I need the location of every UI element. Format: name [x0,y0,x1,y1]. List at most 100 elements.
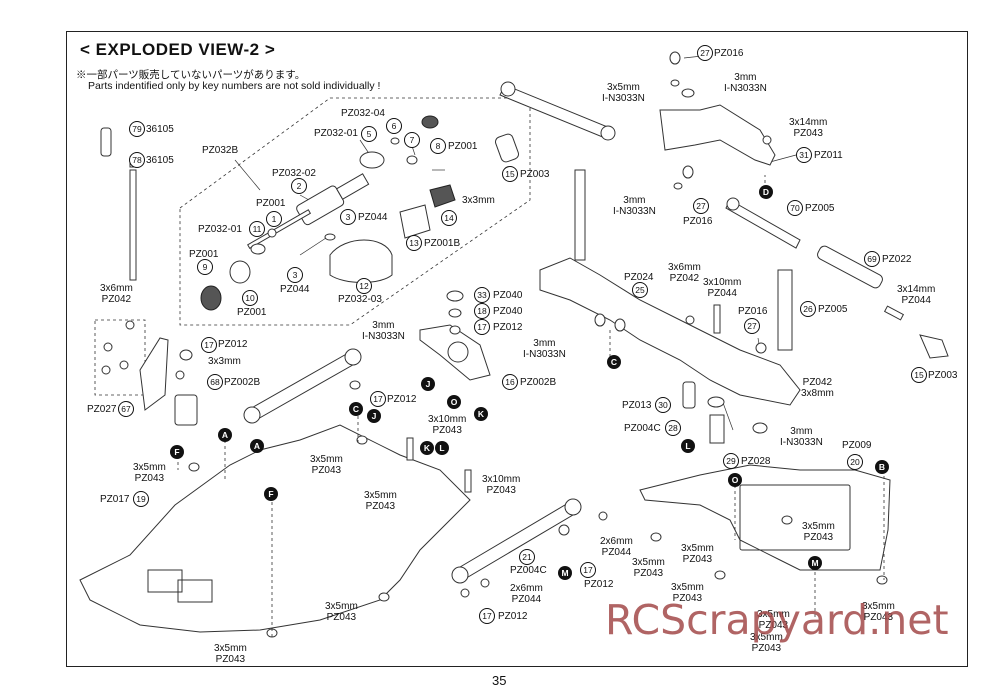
note-japanese: ※一部パーツ販売していないパーツがあります。 [76,69,306,81]
callout-25: 25 [632,282,648,298]
label-3x6mm-pz042-a: 3x6mm PZ042 [100,283,133,305]
marker-m-1: M [808,556,822,570]
label-3mm-i-n3033n-b: 3mm I-N3033N [613,195,656,217]
callout-27-a: 27 [697,45,713,61]
callout-15-b: 15 [911,367,927,383]
label-pz001-d: PZ001 [237,307,267,318]
marker-a-2: A [250,439,264,453]
callout-70: 70 [787,200,803,216]
callout-15-a: 15 [502,166,518,182]
callout-28: 28 [665,420,681,436]
label-3x5mm-pz043-k: 3x5mm PZ043 [757,609,790,631]
label-pz001b: PZ001B [424,238,461,249]
marker-b: B [875,460,889,474]
note-english: Parts indentified only by key numbers ar… [88,80,381,92]
callout-20: 20 [847,454,863,470]
label-pz032b: PZ032B [202,145,239,156]
label-pz013: PZ013 [622,400,652,411]
label-pz032-04: PZ032-04 [341,108,385,119]
label-pz032-03: PZ032-03 [338,294,382,305]
label-pz012-b: PZ012 [493,322,523,333]
label-pz024: PZ024 [624,272,654,283]
label-pz003-b: PZ003 [928,370,958,381]
label-pz012-a: PZ012 [218,339,248,350]
marker-f-1: F [170,445,184,459]
marker-f-2: F [264,487,278,501]
page-number: 35 [492,673,507,688]
label-3x3mm-a: 3x3mm [462,195,495,206]
callout-29: 29 [723,453,739,469]
callout-30: 30 [655,397,671,413]
label-3x5mm-i-n3033n: 3x5mm I-N3033N [602,82,645,104]
callout-27-c: 27 [744,318,760,334]
callout-1: 1 [266,211,282,227]
callout-17-d: 17 [580,562,596,578]
callout-19: 19 [133,491,149,507]
label-3mm-i-n3033n-c: 3mm I-N3033N [362,320,405,342]
label-3x5mm-pz043-f: 3x5mm PZ043 [632,557,665,579]
callout-13: 13 [406,235,422,251]
label-pz028: PZ028 [741,456,771,467]
marker-l-1: L [435,441,449,455]
callout-21: 21 [519,549,535,565]
label-pz002b-a: PZ002B [224,377,261,388]
callout-14: 14 [441,210,457,226]
label-pz016-b: PZ016 [683,216,713,227]
callout-17-e: 17 [479,608,495,624]
label-pz001-b: PZ001 [256,198,286,209]
page-title: < EXPLODED VIEW-2 > [80,40,276,59]
label-pz042-3x8mm: PZ042 3x8mm [801,377,834,399]
label-pz005-b: PZ005 [818,304,848,315]
label-pz016-c: PZ016 [738,306,768,317]
callout-79: 79 [129,121,145,137]
marker-l-2: L [681,439,695,453]
callout-78: 78 [129,152,145,168]
callout-2: 2 [291,178,307,194]
label-pz003-a: PZ003 [520,169,550,180]
label-3x5mm-pz043-c: 3x5mm PZ043 [364,490,397,512]
marker-m-2: M [558,566,572,580]
label-pz032-01-a: PZ032-01 [314,128,358,139]
label-3x5mm-pz043-g: 3x5mm PZ043 [681,543,714,565]
label-pz009: PZ009 [842,440,872,451]
callout-10: 10 [242,290,258,306]
label-36105-bottom: 36105 [146,155,174,166]
callout-31: 31 [796,147,812,163]
callout-8: 8 [430,138,446,154]
diagram-frame [66,31,968,667]
callout-17-c: 17 [370,391,386,407]
label-pz001-c: PZ001 [189,249,219,260]
label-3x10mm-pz043-b: 3x10mm PZ043 [482,474,521,496]
label-3x5mm-pz043-l: 3x5mm PZ043 [750,632,783,654]
callout-17-a: 17 [201,337,217,353]
label-pz022: PZ022 [882,254,912,265]
callout-17-b: 17 [474,319,490,335]
label-pz005-a: PZ005 [805,203,835,214]
label-pz002b-b: PZ002B [520,377,557,388]
label-pz011: PZ011 [814,150,843,161]
label-3x5mm-pz043-e: 3x5mm PZ043 [214,643,247,665]
callout-6: 6 [386,118,402,134]
label-3x5mm-pz043-d: 3x5mm PZ043 [325,601,358,623]
callout-7: 7 [404,132,420,148]
label-pz012-e: PZ012 [498,611,528,622]
label-3mm-i-n3033n-a: 3mm I-N3033N [724,72,767,94]
callout-18: 18 [474,303,490,319]
label-pz027: PZ027 [87,404,117,415]
marker-o-1: O [447,395,461,409]
label-pz001-a: PZ001 [448,141,478,152]
callout-11: 11 [249,221,265,237]
callout-26: 26 [800,301,816,317]
callout-12: 12 [356,278,372,294]
label-pz004c-a: PZ004C [624,423,661,434]
label-3x10mm-pz043-a: 3x10mm PZ043 [428,414,467,436]
label-3x14mm-pz044: 3x14mm PZ044 [897,284,936,306]
label-3x14mm-pz043: 3x14mm PZ043 [789,117,828,139]
marker-c-2: C [607,355,621,369]
label-pz012-d: PZ012 [584,579,614,590]
label-pz044-a: PZ044 [358,212,388,223]
label-pz044-b: PZ044 [280,284,310,295]
callout-27-b: 27 [693,198,709,214]
marker-a-1: A [218,428,232,442]
marker-k-2: K [420,441,434,455]
